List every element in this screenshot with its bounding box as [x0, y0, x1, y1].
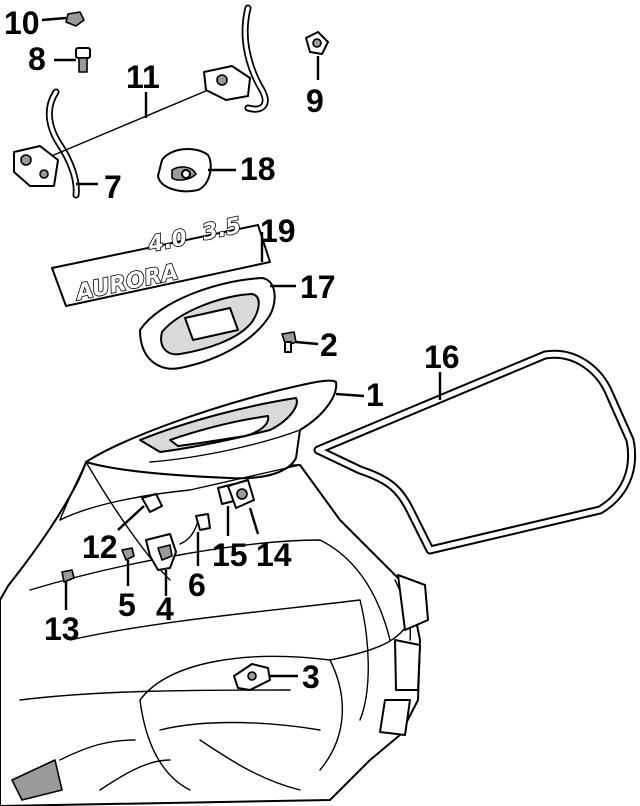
callout-10: 10	[4, 5, 40, 41]
callout-labels: 10 8 9 11 7 18 19 17 2 16 1 12 15 14 6 5…	[4, 5, 460, 695]
callout-4: 4	[156, 591, 174, 627]
striker-part-3	[233, 663, 271, 691]
lock-cylinder-part-12	[141, 493, 163, 513]
latch-part-18	[157, 148, 212, 193]
callout-14: 14	[256, 537, 292, 573]
bolt-part-8	[75, 47, 91, 73]
callout-12: 12	[82, 529, 118, 565]
callout-6: 6	[188, 567, 206, 603]
clip-part-10	[65, 11, 85, 27]
callout-13: 13	[44, 611, 80, 647]
callout-15: 15	[212, 537, 248, 573]
callout-1: 1	[366, 377, 384, 413]
bracket-part-14	[227, 479, 255, 509]
lamp-housing-part-17	[139, 277, 276, 370]
callout-18: 18	[240, 151, 276, 187]
hinge-and-rod-parts-7-11	[13, 4, 269, 199]
callout-5: 5	[118, 587, 136, 623]
callout-2: 2	[320, 327, 338, 363]
leader-lines	[41, 16, 442, 678]
actuator-part-4	[145, 533, 177, 571]
car-body	[0, 461, 429, 806]
callout-16: 16	[424, 339, 460, 375]
weatherstrip-part-16	[313, 349, 637, 555]
clip-part-5	[121, 547, 135, 561]
callout-8: 8	[28, 41, 46, 77]
retainer-part-13	[61, 569, 75, 583]
switch-part-6	[179, 513, 211, 545]
trunk-lid-part-1	[59, 379, 338, 521]
callout-7: 7	[104, 169, 122, 205]
bumper-part-9	[305, 31, 329, 55]
callout-3: 3	[302, 659, 320, 695]
callout-19: 19	[260, 213, 296, 249]
callout-11: 11	[126, 59, 160, 95]
callout-9: 9	[306, 83, 324, 119]
screw-part-2	[281, 331, 297, 353]
callout-17: 17	[300, 269, 336, 305]
